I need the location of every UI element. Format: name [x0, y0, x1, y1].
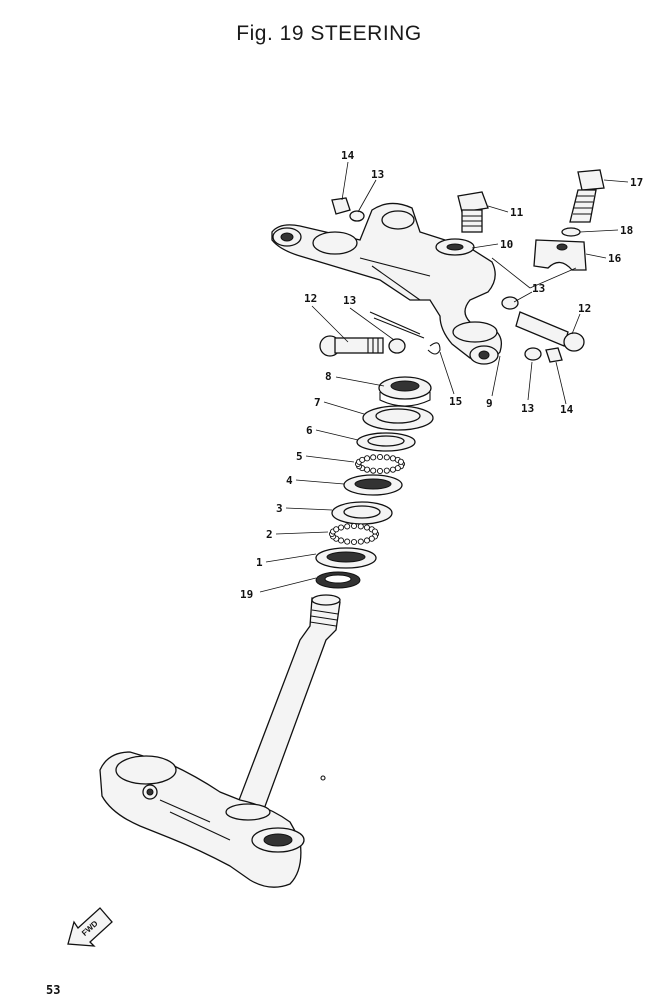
bearing-ball: [350, 538, 358, 546]
bolt-12-left: [319, 335, 384, 357]
seal-19: [315, 571, 361, 589]
washer-18: [561, 227, 581, 237]
bearing-ball: [397, 458, 404, 465]
balls-2: [328, 522, 380, 546]
steering-stem: [235, 594, 341, 821]
callout-18: 18: [620, 224, 633, 237]
washer-13-upper: [349, 210, 365, 222]
callout-13-upper: 13: [371, 168, 384, 181]
callout-17: 17: [630, 176, 643, 189]
washer-13-lower: [524, 347, 542, 361]
washer-13-right: [501, 296, 519, 310]
bearing-ball: [383, 467, 390, 474]
balls-5: [354, 453, 406, 475]
callout-13-lower: 13: [521, 402, 534, 415]
bearing-ball: [359, 456, 366, 463]
callout-5: 5: [296, 450, 303, 463]
nut-14-upper: [331, 197, 351, 215]
bearing-ball: [357, 538, 364, 545]
callout-13-right: 13: [532, 282, 545, 295]
race-1: [315, 547, 377, 569]
callout-4: 4: [286, 474, 293, 487]
callout-14-lower: 14: [560, 403, 574, 416]
callout-labels: 14 13 11 17 18 10 16 13 12 13 12 8 7 15 …: [240, 149, 643, 601]
clamp-16: [533, 239, 587, 271]
bearing-ball: [389, 466, 396, 473]
callout-13-left: 13: [343, 294, 356, 307]
callout-7: 7: [314, 396, 321, 409]
bolt-11: [457, 191, 489, 233]
callout-10: 10: [500, 238, 513, 251]
speck: [320, 775, 326, 781]
callout-6: 6: [306, 424, 313, 437]
bearing-ball: [370, 454, 377, 461]
bearing-ball: [350, 522, 358, 530]
callout-19: 19: [240, 588, 253, 601]
bolt-12-right: [515, 311, 585, 352]
callout-15: 15: [449, 395, 462, 408]
bearing-ball: [357, 523, 364, 530]
callout-11: 11: [510, 206, 524, 219]
clip-15: [427, 342, 441, 355]
callout-9: 9: [486, 397, 493, 410]
lower-bracket: [99, 751, 305, 888]
callout-16: 16: [608, 252, 622, 265]
race-6: [356, 432, 416, 452]
race-3: [331, 501, 393, 525]
bearing-ball: [364, 466, 371, 473]
bearing-ball: [338, 524, 345, 531]
callout-3: 3: [276, 502, 283, 515]
callout-12-right: 12: [578, 302, 591, 315]
callout-8: 8: [325, 370, 332, 383]
cable-band: [369, 311, 425, 339]
bearing-ball: [344, 523, 351, 530]
ring-nut-8: [378, 376, 432, 407]
bearing-ball: [394, 465, 401, 472]
bearing-ball: [389, 455, 396, 462]
figure-title: Fig. 19 STEERING: [236, 22, 422, 45]
bearing-ball: [370, 467, 377, 474]
bearing-ball: [371, 528, 378, 535]
bearing-ball: [383, 454, 390, 461]
callout-2: 2: [266, 528, 273, 541]
race-4: [343, 474, 403, 496]
washer-13-left: [388, 338, 406, 354]
nut-14-lower: [545, 347, 563, 363]
page-number: 53: [46, 983, 60, 997]
bearing-ball: [364, 455, 371, 462]
bearing-ball: [376, 453, 384, 461]
bolt-17: [569, 169, 605, 223]
callout-14-upper: 14: [341, 149, 355, 162]
callout-1: 1: [256, 556, 263, 569]
bearing-ball: [344, 538, 351, 545]
fwd-arrow: FWD: [67, 907, 113, 947]
leader-lines: [259, 161, 629, 593]
callout-12-left: 12: [304, 292, 317, 305]
bearing-ball: [376, 467, 384, 475]
cover-7: [362, 405, 434, 431]
bearing-ball: [363, 537, 370, 544]
